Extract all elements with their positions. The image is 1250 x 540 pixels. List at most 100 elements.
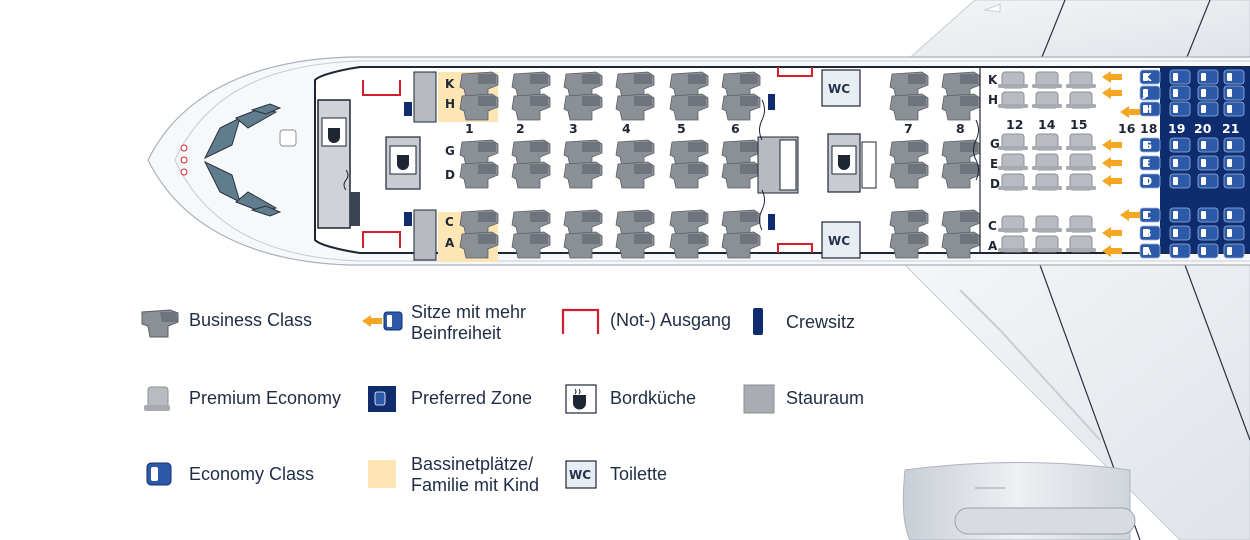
- business-seat-6-mid-1[interactable]: [721, 161, 761, 189]
- premium-seat-14-6[interactable]: [1032, 235, 1062, 253]
- premium-seat-15-3[interactable]: [1066, 153, 1096, 171]
- economy-seat-19-E[interactable]: [1197, 155, 1219, 171]
- economy-seat-20-A[interactable]: [1223, 243, 1245, 259]
- business-seat-3-mid-0[interactable]: [563, 139, 603, 167]
- business-seat-5-bot-0[interactable]: [669, 209, 709, 237]
- business-seat-8-top-1[interactable]: [941, 93, 981, 121]
- premium-seat-15-5[interactable]: [1066, 215, 1096, 233]
- premium-seat-12-4[interactable]: [998, 173, 1028, 191]
- business-seat-2-top-0[interactable]: [511, 71, 551, 99]
- premium-seat-15-0[interactable]: [1066, 71, 1096, 89]
- premium-seat-15-6[interactable]: [1066, 235, 1096, 253]
- economy-seat-20-H[interactable]: [1223, 101, 1245, 117]
- premium-seat-14-0[interactable]: [1032, 71, 1062, 89]
- business-seat-2-mid-0[interactable]: [511, 139, 551, 167]
- economy-seat-19-K[interactable]: [1197, 69, 1219, 85]
- business-seat-8-bot-0[interactable]: [941, 209, 981, 237]
- business-seat-3-bot-0[interactable]: [563, 209, 603, 237]
- premium-seat-12-6[interactable]: [998, 235, 1028, 253]
- economy-seat-19-D[interactable]: [1197, 173, 1219, 189]
- business-seat-1-top-1[interactable]: [459, 93, 499, 121]
- economy-seat-19-G[interactable]: [1197, 137, 1219, 153]
- economy-seat-20-C[interactable]: [1223, 207, 1245, 223]
- business-seat-6-mid-0[interactable]: [721, 139, 761, 167]
- business-seat-4-mid-0[interactable]: [615, 139, 655, 167]
- business-seat-1-mid-1[interactable]: [459, 161, 499, 189]
- business-seat-5-mid-1[interactable]: [669, 161, 709, 189]
- business-seat-6-bot-1[interactable]: [721, 231, 761, 259]
- business-seat-5-mid-0[interactable]: [669, 139, 709, 167]
- economy-seat-16-G[interactable]: [1139, 137, 1161, 153]
- business-seat-2-top-1[interactable]: [511, 93, 551, 121]
- economy-seat-18-G[interactable]: [1169, 137, 1191, 153]
- premium-seat-14-5[interactable]: [1032, 215, 1062, 233]
- economy-seat-16-A[interactable]: [1139, 243, 1161, 259]
- business-seat-2-bot-0[interactable]: [511, 209, 551, 237]
- premium-seat-12-0[interactable]: [998, 71, 1028, 89]
- economy-seat-20-K[interactable]: [1223, 69, 1245, 85]
- economy-seat-18-C[interactable]: [1169, 207, 1191, 223]
- economy-seat-19-H[interactable]: [1197, 101, 1219, 117]
- economy-seat-20-D[interactable]: [1223, 173, 1245, 189]
- economy-seat-19-A[interactable]: [1197, 243, 1219, 259]
- economy-seat-16-J[interactable]: [1139, 85, 1161, 101]
- premium-seat-14-3[interactable]: [1032, 153, 1062, 171]
- economy-seat-18-E[interactable]: [1169, 155, 1191, 171]
- business-seat-7-top-1[interactable]: [889, 93, 929, 121]
- business-seat-7-bot-0[interactable]: [889, 209, 929, 237]
- business-seat-7-mid-1[interactable]: [889, 161, 929, 189]
- business-seat-2-bot-1[interactable]: [511, 231, 551, 259]
- premium-seat-12-5[interactable]: [998, 215, 1028, 233]
- business-seat-4-bot-0[interactable]: [615, 209, 655, 237]
- business-seat-8-mid-0[interactable]: [941, 139, 981, 167]
- business-seat-5-top-0[interactable]: [669, 71, 709, 99]
- business-seat-8-bot-1[interactable]: [941, 231, 981, 259]
- economy-seat-20-J[interactable]: [1223, 85, 1245, 101]
- economy-seat-19-C[interactable]: [1197, 207, 1219, 223]
- economy-seat-16-C[interactable]: [1139, 207, 1161, 223]
- economy-seat-18-K[interactable]: [1169, 69, 1191, 85]
- premium-seat-15-2[interactable]: [1066, 133, 1096, 151]
- premium-seat-12-2[interactable]: [998, 133, 1028, 151]
- business-seat-4-top-0[interactable]: [615, 71, 655, 99]
- business-seat-8-top-0[interactable]: [941, 71, 981, 99]
- premium-seat-12-3[interactable]: [998, 153, 1028, 171]
- premium-seat-14-1[interactable]: [1032, 91, 1062, 109]
- business-seat-4-mid-1[interactable]: [615, 161, 655, 189]
- business-seat-5-top-1[interactable]: [669, 93, 709, 121]
- business-seat-7-bot-1[interactable]: [889, 231, 929, 259]
- economy-seat-16-K[interactable]: [1139, 69, 1161, 85]
- business-seat-2-mid-1[interactable]: [511, 161, 551, 189]
- economy-seat-20-B[interactable]: [1223, 225, 1245, 241]
- business-seat-3-mid-1[interactable]: [563, 161, 603, 189]
- economy-seat-18-H[interactable]: [1169, 101, 1191, 117]
- business-seat-4-bot-1[interactable]: [615, 231, 655, 259]
- business-seat-8-mid-1[interactable]: [941, 161, 981, 189]
- premium-seat-12-1[interactable]: [998, 91, 1028, 109]
- premium-seat-15-1[interactable]: [1066, 91, 1096, 109]
- premium-seat-14-2[interactable]: [1032, 133, 1062, 151]
- business-seat-6-top-0[interactable]: [721, 71, 761, 99]
- business-seat-1-bot-1[interactable]: [459, 231, 499, 259]
- business-seat-6-bot-0[interactable]: [721, 209, 761, 237]
- business-seat-5-bot-1[interactable]: [669, 231, 709, 259]
- business-seat-7-top-0[interactable]: [889, 71, 929, 99]
- economy-seat-16-E[interactable]: [1139, 155, 1161, 171]
- economy-seat-16-D[interactable]: [1139, 173, 1161, 189]
- business-seat-1-mid-0[interactable]: [459, 139, 499, 167]
- economy-seat-18-A[interactable]: [1169, 243, 1191, 259]
- business-seat-4-top-1[interactable]: [615, 93, 655, 121]
- business-seat-3-top-0[interactable]: [563, 71, 603, 99]
- business-seat-6-top-1[interactable]: [721, 93, 761, 121]
- economy-seat-18-B[interactable]: [1169, 225, 1191, 241]
- economy-seat-18-D[interactable]: [1169, 173, 1191, 189]
- economy-seat-20-E[interactable]: [1223, 155, 1245, 171]
- economy-seat-16-B[interactable]: [1139, 225, 1161, 241]
- economy-seat-20-G[interactable]: [1223, 137, 1245, 153]
- business-seat-7-mid-0[interactable]: [889, 139, 929, 167]
- business-seat-3-top-1[interactable]: [563, 93, 603, 121]
- economy-seat-18-J[interactable]: [1169, 85, 1191, 101]
- premium-seat-14-4[interactable]: [1032, 173, 1062, 191]
- economy-seat-19-J[interactable]: [1197, 85, 1219, 101]
- business-seat-1-bot-0[interactable]: [459, 209, 499, 237]
